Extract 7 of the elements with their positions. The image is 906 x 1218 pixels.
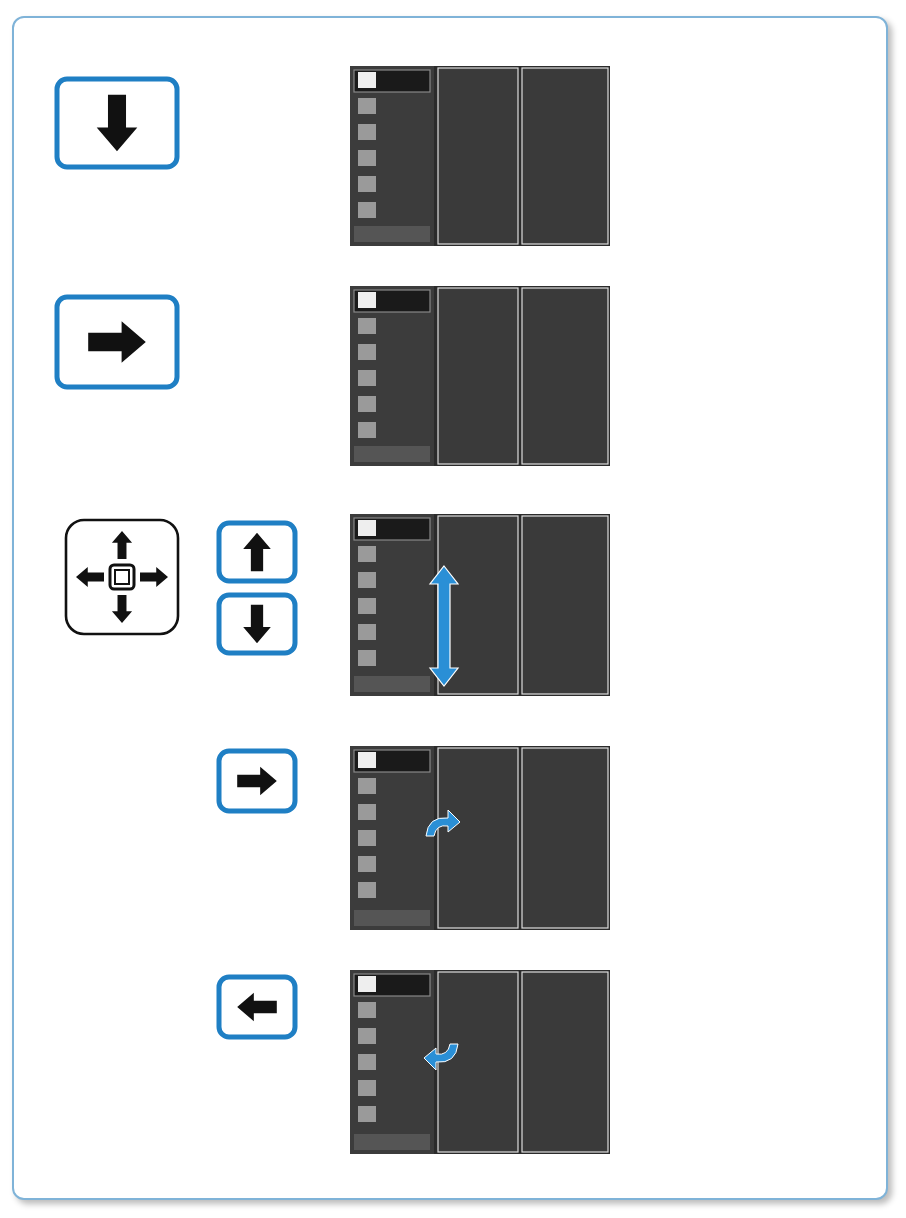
arrow-button-icon	[54, 76, 180, 170]
arrow-button-icon	[216, 748, 298, 814]
direction-pad-icon	[64, 518, 180, 636]
arrow-button-icon	[216, 974, 298, 1040]
arrow-button-icon	[54, 294, 180, 390]
arrow-button-icon	[216, 520, 298, 584]
arrow-button-icon	[216, 592, 298, 656]
